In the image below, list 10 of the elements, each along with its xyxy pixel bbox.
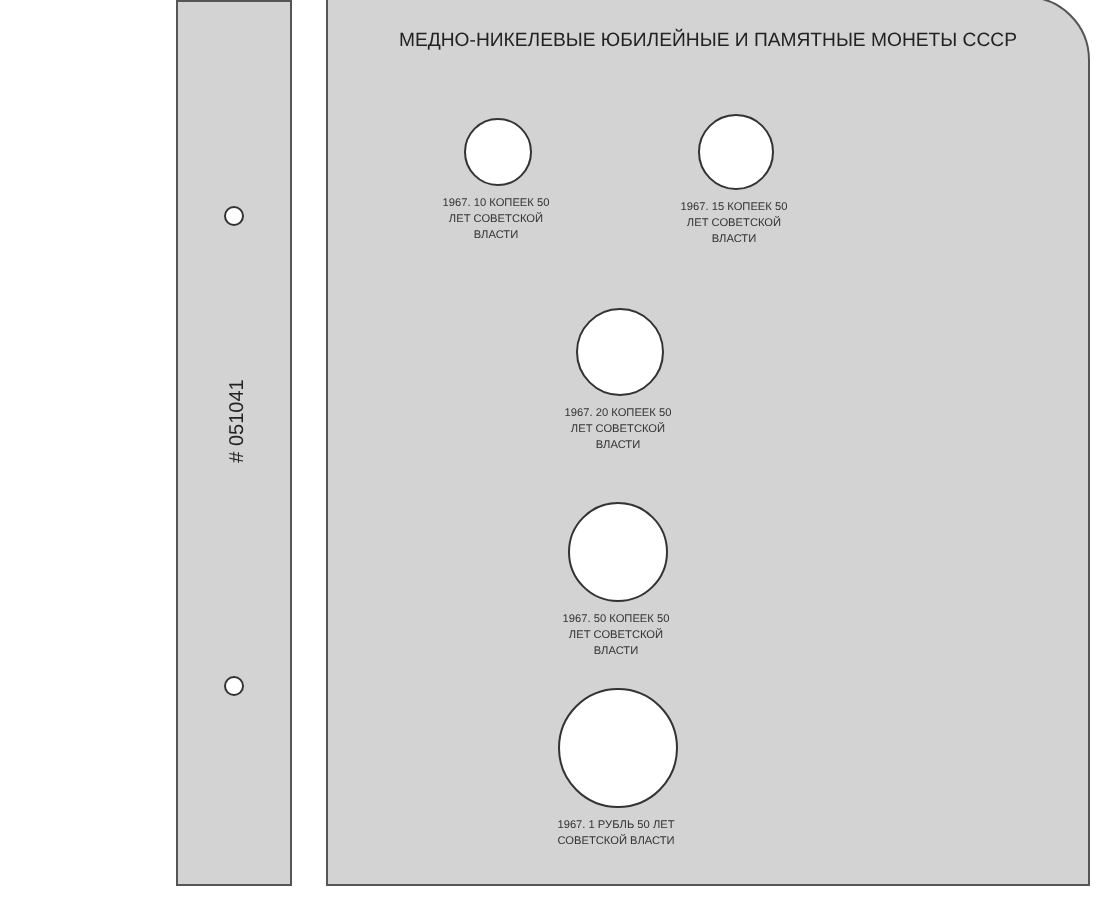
coin-slot — [698, 114, 774, 190]
catalog-number: # 051041 — [225, 379, 248, 463]
album-sheet — [326, 0, 1090, 886]
coin-slot — [568, 502, 668, 602]
binding-hole — [224, 676, 244, 696]
coin-slot — [576, 308, 664, 396]
sheet-title: МЕДНО-НИКЕЛЕВЫЕ ЮБИЛЕЙНЫЕ И ПАМЯТНЫЕ МОНЕТЫ СССР — [396, 30, 1019, 52]
coin-slot — [464, 118, 532, 186]
binding-hole — [224, 206, 244, 226]
binding-strip — [176, 0, 292, 886]
